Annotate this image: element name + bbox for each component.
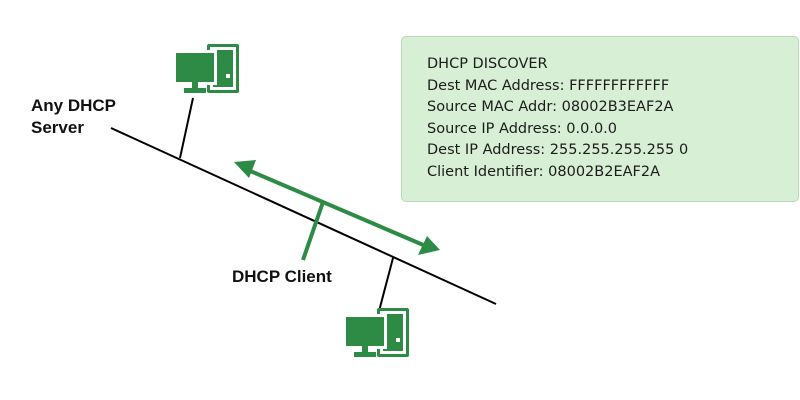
broadcast-arrow xyxy=(234,160,440,255)
server-label: Any DHCP Server xyxy=(31,95,116,139)
client-pointer-line xyxy=(301,201,325,261)
dest-ip-text: Dest IP Address: 255.255.255.255 0 xyxy=(427,142,689,158)
packet-type-text: DHCP DISCOVER xyxy=(427,56,548,72)
client-drop-line xyxy=(377,257,394,316)
server-label-line-1: Any DHCP xyxy=(31,96,117,115)
client-identifier-text: Client Identifier: 08002B2EAF2A xyxy=(427,163,661,180)
dest-mac-text: Dest MAC Address: FFFFFFFFFFFF xyxy=(427,77,670,94)
server-computer-icon xyxy=(173,44,239,93)
network-line xyxy=(110,127,497,305)
source-mac-text: Source MAC Addr: 08002B3EAF2A xyxy=(427,99,674,115)
server-drop-line xyxy=(179,97,194,159)
client-label: DHCP Client xyxy=(232,267,332,286)
source-ip-text: Source IP Address: 0.0.0.0 xyxy=(427,120,618,137)
dhcp-discover-info-box: DHCP DISCOVER Dest MAC Address: FFFFFFFF… xyxy=(401,36,799,202)
server-label-line-2: Server xyxy=(31,118,84,137)
client-computer-icon xyxy=(343,308,409,357)
